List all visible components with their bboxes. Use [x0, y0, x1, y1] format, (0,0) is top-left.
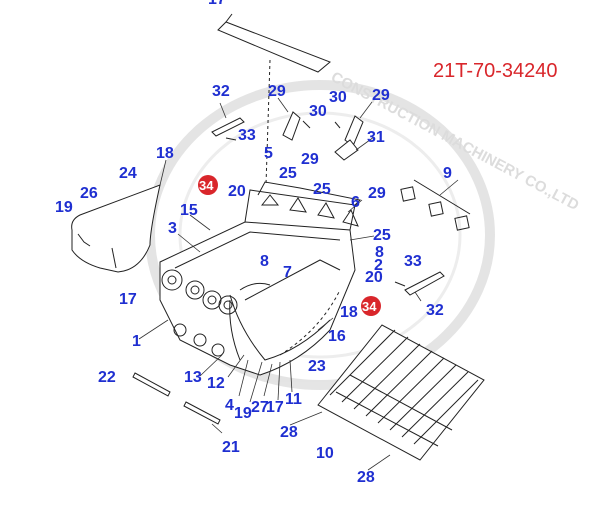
markers: 34 34 — [198, 175, 381, 316]
callout-label: 5 — [264, 145, 273, 162]
callout-label: 29 — [301, 151, 319, 168]
callout-label: 33 — [238, 127, 256, 144]
callout-label: 25 — [373, 227, 391, 244]
callout-label: 20 — [228, 183, 246, 200]
pin-right-drawing — [394, 271, 445, 296]
callout-label: 6 — [351, 194, 360, 211]
callout-label: 8 — [260, 253, 269, 270]
callout-label: 10 — [316, 445, 334, 462]
pins-lower-drawing — [132, 372, 221, 425]
leader-lines — [138, 97, 459, 471]
callout-label: 22 — [98, 369, 116, 386]
side-cutters-drawing — [400, 179, 471, 231]
callout-label: 18 — [340, 304, 358, 321]
callout-label: 11 — [285, 391, 302, 408]
callout-label: 33 — [404, 253, 422, 270]
callout-label: 17 — [266, 399, 284, 416]
part-number: 21T-70-34240 — [433, 60, 558, 82]
callout-label: 8 — [375, 244, 384, 261]
callout-label: 28 — [280, 424, 298, 441]
callout-label: 31 — [367, 129, 385, 146]
callout-label: 25 — [279, 165, 297, 182]
callout-label: 1 — [132, 333, 141, 350]
callout-label: 7 — [283, 264, 292, 281]
callout-label: 30 — [329, 89, 347, 106]
callout-label: 16 — [328, 328, 346, 345]
marker-text: 34 — [199, 178, 214, 193]
callout-label: 30 — [309, 103, 327, 120]
callout-label: 29 — [372, 87, 390, 104]
callout-label: 13 — [184, 369, 202, 386]
callout-label: 27 — [251, 399, 269, 416]
callout-label: 17 — [208, 0, 226, 8]
marker-34-upper: 34 — [198, 175, 218, 195]
callout-label: 18 — [156, 145, 174, 162]
bucket-body-drawing — [159, 181, 362, 376]
callout-label: 15 — [180, 202, 198, 219]
callout-label: 21 — [222, 439, 240, 456]
callout-label: 19 — [55, 199, 73, 216]
callout-label: 4 — [225, 397, 234, 414]
callout-label: 32 — [212, 83, 230, 100]
callout-label: 32 — [426, 302, 444, 319]
callout-label: 12 — [207, 375, 225, 392]
callout-label: 20 — [365, 269, 383, 286]
marker-text: 34 — [362, 299, 377, 314]
grid-drawing — [317, 324, 485, 461]
callout-label: 9 — [443, 165, 452, 182]
callout-label: 17 — [119, 291, 137, 308]
callout-label: 19 — [234, 405, 252, 422]
callout-label: 29 — [368, 185, 386, 202]
callout-label: 25 — [313, 181, 331, 198]
side-plate-drawing — [71, 184, 161, 273]
callout-labels: 17 32 29 30 30 29 33 31 18 5 29 24 9 25 … — [55, 0, 452, 486]
callout-label: 2 — [374, 257, 383, 274]
cover-plate-drawing — [217, 13, 331, 73]
callout-label: 28 — [357, 469, 375, 486]
callout-label: 29 — [268, 83, 286, 100]
pin-upper-drawing — [211, 117, 245, 141]
callout-label: 3 — [168, 220, 177, 237]
tooth-tips-drawing — [265, 59, 364, 186]
callout-label: 23 — [308, 358, 326, 375]
callout-label: 26 — [80, 185, 98, 202]
marker-34-lower: 34 — [361, 296, 381, 316]
callout-label: 24 — [119, 165, 137, 182]
